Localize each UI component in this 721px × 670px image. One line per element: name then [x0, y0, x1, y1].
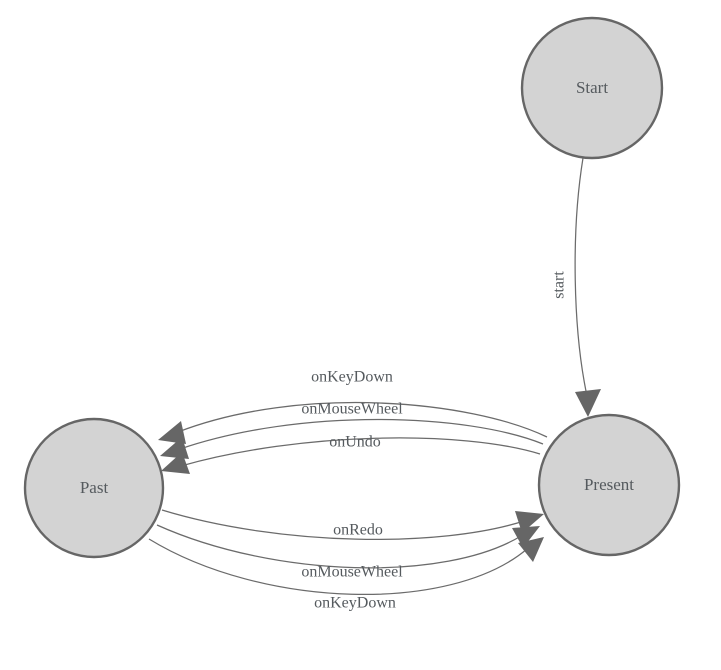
node-present[interactable]: Present — [537, 413, 681, 557]
edge-present-to-past-onmousewheel-path — [179, 418, 544, 450]
edge-present-to-past-onundo-path — [180, 437, 541, 467]
edge-past-to-present-onkeydown-arrowhead — [518, 537, 544, 562]
edge-label-past-present-onmousewheel: onMouseWheel — [301, 564, 403, 581]
node-past-circle — [23, 417, 165, 559]
edge-start-to-present[interactable]: start — [551, 157, 601, 417]
edge-present-to-past-onundo[interactable]: onUndo — [161, 434, 541, 474]
edge-label-past-present-onkeydown: onKeyDown — [314, 595, 396, 612]
edge-start-to-present-path — [574, 157, 588, 397]
edge-label-start: start — [551, 271, 568, 299]
edge-present-to-past-onmousewheel[interactable]: onMouseWheel — [160, 401, 544, 459]
edge-label-present-past-onkeydown: onKeyDown — [311, 369, 393, 386]
edge-label-past-present-onredo: onRedo — [333, 522, 383, 539]
edge-present-to-past-onkeydown[interactable]: onKeyDown — [158, 369, 548, 444]
edge-past-to-present-onkeydown-path — [148, 538, 528, 596]
edge-present-to-past-onkeydown-path — [177, 401, 548, 438]
edge-past-to-present-onmousewheel[interactable]: onMouseWheel — [156, 524, 540, 581]
edge-start-to-present-arrowhead — [575, 389, 601, 417]
node-start[interactable]: Start — [520, 16, 664, 160]
edge-past-to-present-onkeydown[interactable]: onKeyDown — [148, 537, 544, 612]
edge-label-present-past-onundo: onUndo — [329, 434, 381, 451]
edge-past-to-present-onredo-path — [161, 509, 525, 541]
node-present-circle — [537, 413, 681, 557]
node-past[interactable]: Past — [23, 417, 165, 559]
node-start-circle — [520, 16, 664, 160]
edge-present-to-past-onundo-arrowhead — [161, 452, 190, 474]
edge-past-to-present-onredo[interactable]: onRedo — [161, 509, 544, 541]
edge-present-to-past-onkeydown-arrowhead — [158, 421, 186, 444]
edge-past-to-present-onmousewheel-arrowhead — [512, 526, 540, 548]
edge-past-to-present-onmousewheel-path — [156, 524, 522, 569]
